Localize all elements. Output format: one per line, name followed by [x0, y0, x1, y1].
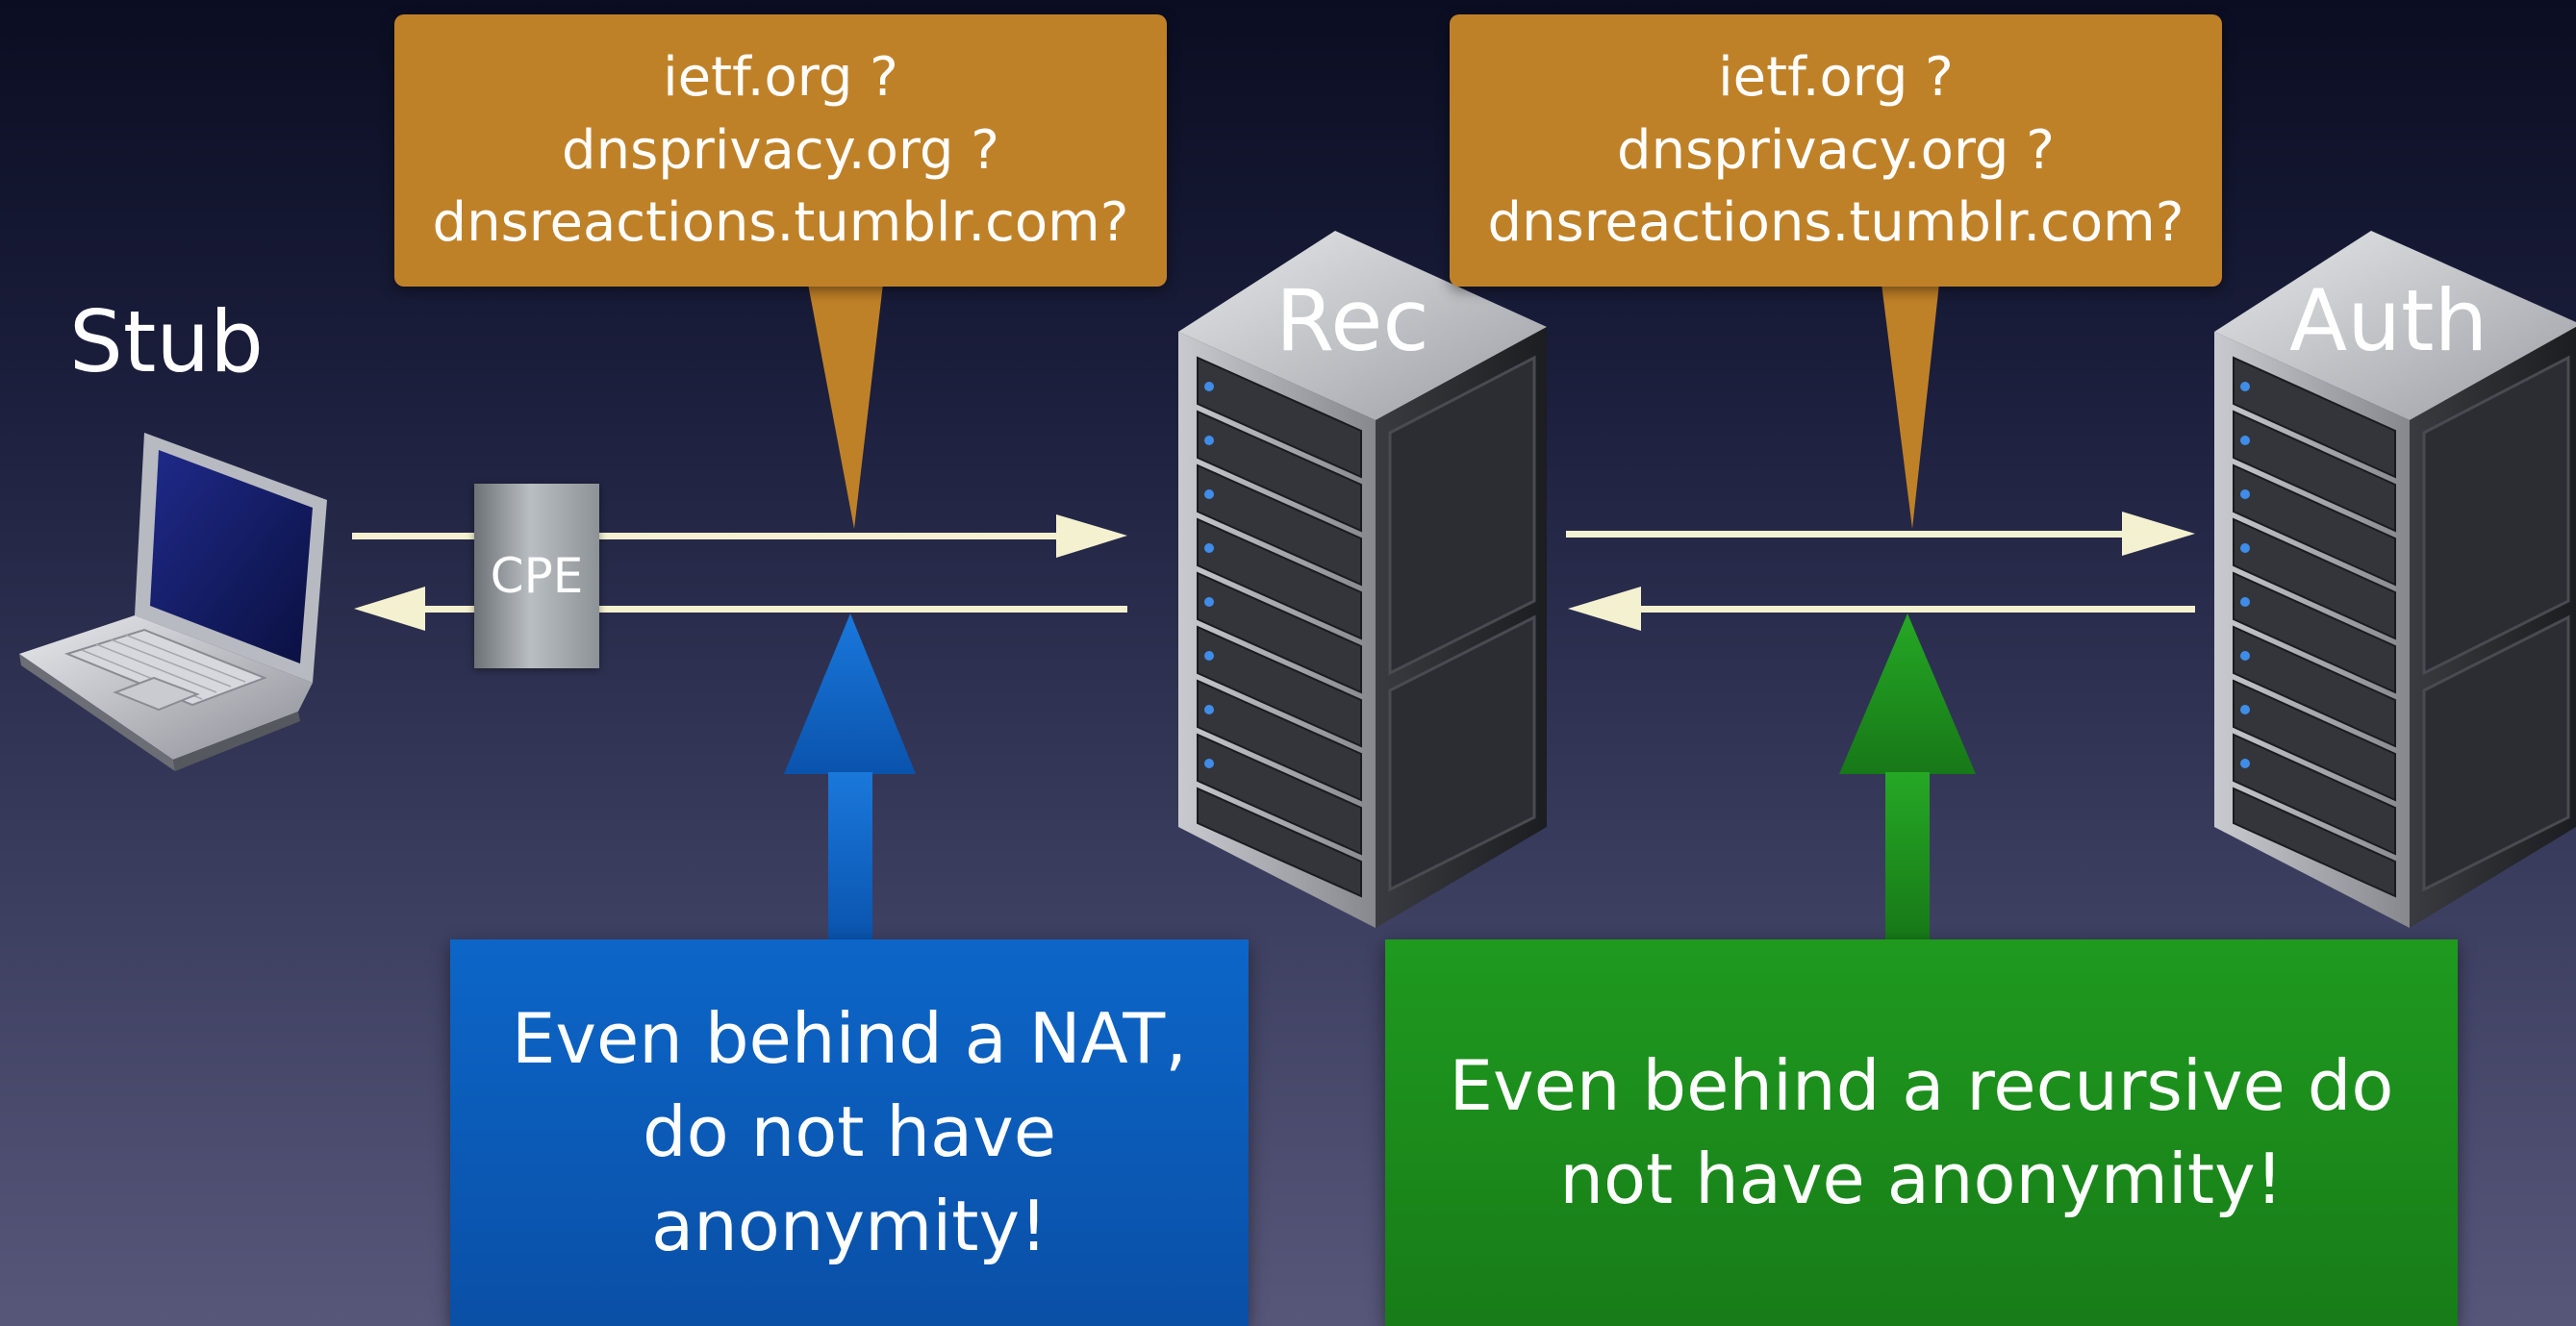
note-line: anonymity!	[651, 1185, 1048, 1266]
note-line: do not have	[642, 1091, 1057, 1173]
query-line: dnsprivacy.org ?	[562, 118, 999, 182]
query-callout-rec-auth: ietf.org ? dnsprivacy.org ? dnsreactions…	[1450, 14, 2222, 287]
query-line: dnsreactions.tumblr.com?	[432, 191, 1129, 255]
laptop-icon	[19, 433, 327, 771]
callout-left-pointer	[808, 284, 883, 529]
query-callout-stub-rec: ietf.org ? dnsprivacy.org ? dnsreactions…	[394, 14, 1167, 287]
recursive-label: Rec	[1275, 271, 1429, 370]
flow-auth-to-rec	[1568, 587, 2195, 631]
query-line: dnsreactions.tumblr.com?	[1487, 191, 2185, 255]
recursive-highlight-arrow	[1839, 613, 1976, 943]
nat-anonymity-note: Even behind a NAT, do not have anonymity…	[450, 939, 1249, 1326]
query-line: dnsprivacy.org ?	[1617, 118, 2055, 182]
cpe-label: CPE	[490, 548, 584, 604]
nat-highlight-arrow	[784, 613, 916, 943]
stub-label: Stub	[69, 292, 264, 391]
authoritative-server-icon	[2214, 231, 2576, 928]
query-line: ietf.org ?	[663, 46, 898, 110]
recursive-server-icon	[1178, 231, 1547, 928]
note-line: not have anonymity!	[1559, 1138, 2284, 1219]
note-line: Even behind a recursive do	[1449, 1044, 2394, 1126]
authoritative-label: Auth	[2289, 271, 2488, 370]
note-line: Even behind a NAT,	[511, 998, 1188, 1080]
flow-rec-to-auth	[1566, 512, 2195, 556]
cpe-box: CPE	[474, 484, 599, 668]
recursive-anonymity-note: Even behind a recursive do not have anon…	[1385, 939, 2458, 1326]
query-line: ietf.org ?	[1718, 46, 1954, 110]
flow-rec-to-stub	[354, 587, 1127, 631]
flow-stub-to-rec	[352, 514, 1127, 558]
callout-right-pointer	[1881, 284, 1939, 529]
